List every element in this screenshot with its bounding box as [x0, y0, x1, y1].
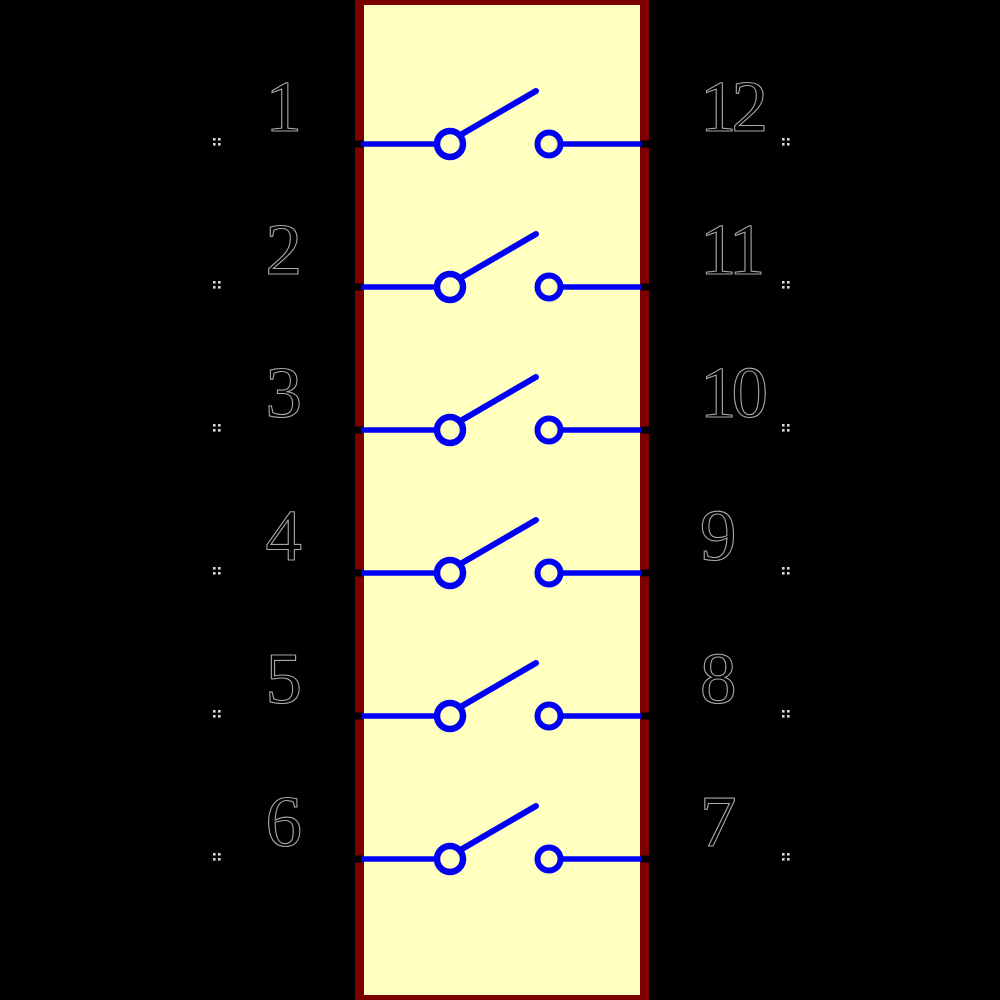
pin-number-right: 11	[700, 209, 762, 290]
switch-contact-right[interactable]	[534, 558, 564, 588]
pin-number-left: 6	[266, 781, 303, 862]
pin-endpoint-left-icon	[213, 424, 221, 432]
pin-endpoint-right-icon	[782, 138, 790, 146]
pin-endpoint-left-icon	[213, 567, 221, 575]
switch-contact-left[interactable]	[433, 556, 467, 590]
pin-number-right: 9	[700, 495, 734, 576]
pin-endpoint-right-icon	[782, 424, 790, 432]
switch-contact-left[interactable]	[433, 699, 467, 733]
pin-number-left: 5	[266, 638, 303, 719]
pin-number-right: 8	[700, 638, 734, 719]
pin-number-right: 10	[700, 352, 766, 433]
pin-endpoint-left-icon	[213, 281, 221, 289]
pin-endpoint-left-icon	[213, 853, 221, 861]
switch-row-2: 2 11	[213, 208, 790, 304]
switch-contact-left[interactable]	[433, 842, 467, 876]
switch-contact-left[interactable]	[433, 270, 467, 304]
switch-contact-right[interactable]	[534, 701, 564, 731]
switch-contact-right[interactable]	[534, 272, 564, 302]
switch-contact-right[interactable]	[534, 844, 564, 874]
pin-number-right: 7	[700, 781, 735, 862]
switch-lever-icon[interactable]	[459, 88, 539, 137]
pin-number-right: 12	[700, 66, 765, 147]
pin-endpoint-right-icon	[782, 853, 790, 861]
switch-contact-right[interactable]	[534, 129, 564, 159]
switch-contact-left[interactable]	[433, 127, 467, 161]
pin-endpoint-left-icon	[213, 710, 221, 718]
switch-row-3: 3 10	[213, 351, 790, 447]
switch-contact-right[interactable]	[534, 415, 564, 445]
switch-lever-icon[interactable]	[459, 660, 539, 709]
pin-number-left: 4	[266, 495, 303, 576]
switch-row-1: 1 12	[213, 65, 790, 161]
pin-number-left: 1	[266, 66, 303, 147]
pin-number-left: 3	[266, 352, 303, 433]
switch-contact-left[interactable]	[433, 413, 467, 447]
pin-endpoint-right-icon	[782, 281, 790, 289]
pin-endpoint-right-icon	[782, 567, 790, 575]
pin-endpoint-left-icon	[213, 138, 221, 146]
switch-lever-icon[interactable]	[459, 803, 539, 852]
switch-lever-icon[interactable]	[459, 517, 539, 566]
pin-endpoint-right-icon	[782, 710, 790, 718]
switch-lever-icon[interactable]	[459, 231, 539, 280]
switch-lever-icon[interactable]	[459, 374, 539, 423]
component-body[interactable]	[355, 0, 649, 1000]
pin-number-left: 2	[266, 209, 303, 290]
